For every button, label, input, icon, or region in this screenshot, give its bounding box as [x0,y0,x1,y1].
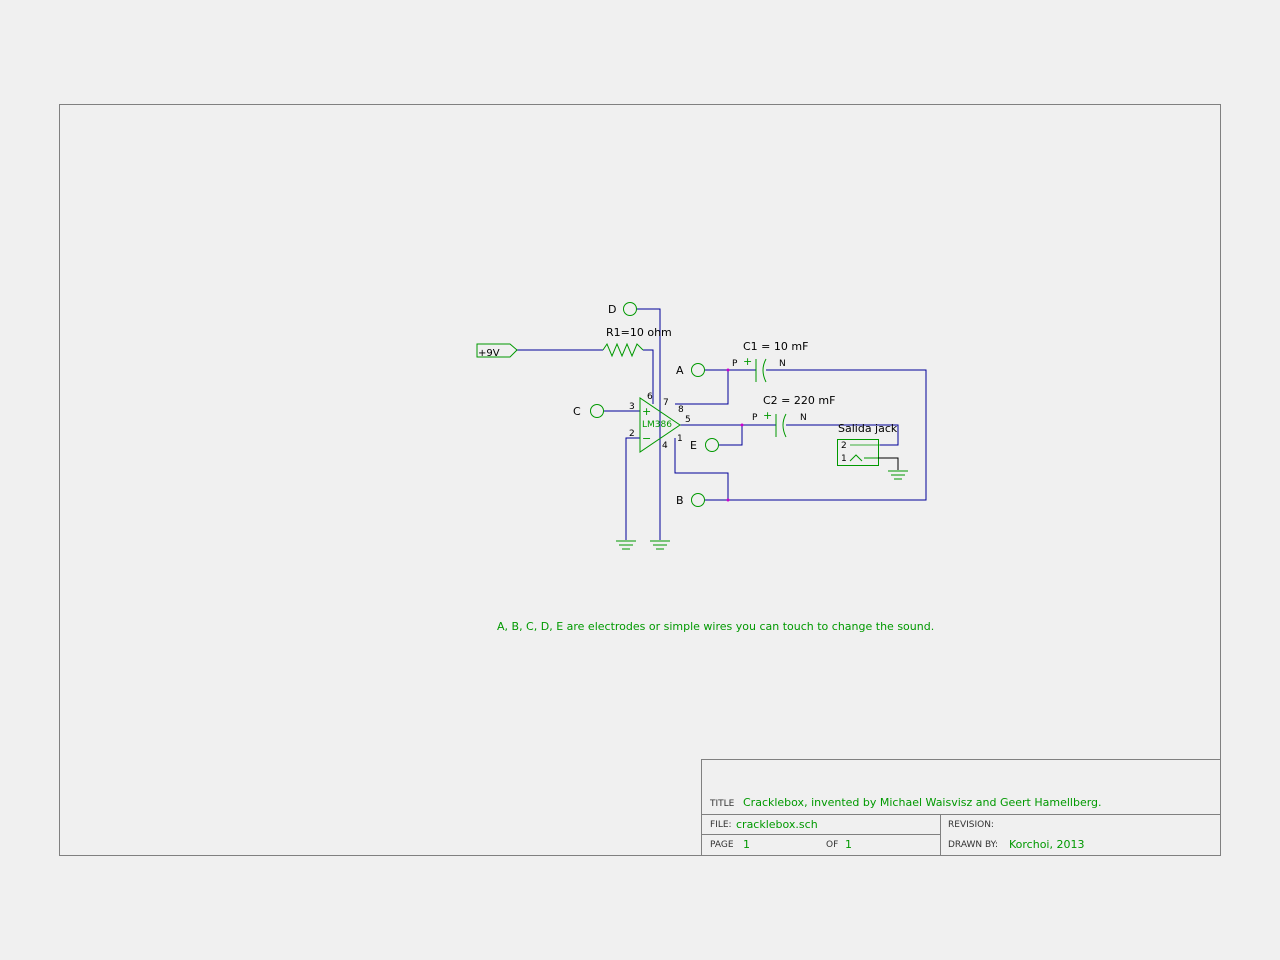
c1-plus: + [743,355,752,368]
electrode-e: E [690,438,719,452]
resistor-r1: R1=10 ohm [602,326,672,358]
drawn-by-key: DRAWN BY: [948,840,998,850]
page-key: PAGE [710,840,734,850]
title-value: Cracklebox, invented by Michael Waisvisz… [743,796,1102,809]
title-key: TITLE [709,799,735,809]
opamp-pin-4: 4 [662,441,668,451]
electrode-c-label: C [573,405,581,418]
supply-port: +9V [476,343,518,359]
opamp-name: LM386 [642,420,672,430]
jack-pin-1: 1 [841,454,847,464]
electrode-d-label: D [608,303,616,316]
resistor-label: R1=10 ohm [606,326,672,339]
electrode-b-label: B [676,494,684,507]
page-value: 1 [743,838,750,851]
file-key: FILE: [710,820,732,830]
opamp-pin-3: 3 [629,402,635,412]
wires [516,308,927,540]
electrode-e-label: E [690,439,697,452]
revision-key: REVISION: [948,820,994,830]
c1-p-label: P [732,359,738,369]
jack-label: Salida jack [838,422,898,435]
electrode-b: B [676,493,705,507]
opamp-pin-5: 5 [685,415,691,425]
ground-symbol [616,540,636,550]
ground-symbol [888,470,908,480]
capacitor-c2: C2 = 220 mF + P N [752,394,835,438]
c2-label: C2 = 220 mF [763,394,835,407]
opamp-pin-2: 2 [629,429,635,439]
opamp-lm386: LM386 + − 3 2 6 7 8 5 1 4 [629,392,691,453]
opamp-minus: − [642,432,651,445]
electrode-a: A [676,363,705,377]
supply-label: +9V [478,348,500,359]
ground-symbol [650,540,670,550]
c2-n-label: N [800,413,807,423]
sheet-frame [59,104,1221,856]
electrode-d: D [608,302,637,316]
of-value: 1 [845,838,852,851]
of-key: OF [826,840,838,850]
opamp-pin-8: 8 [678,405,684,415]
title-block: TITLE Cracklebox, invented by Michael Wa… [701,759,1221,856]
capacitor-c1: C1 = 10 mF + P N [732,340,808,383]
electrode-a-label: A [676,364,684,377]
file-value: cracklebox.sch [736,818,818,831]
c1-n-label: N [779,359,786,369]
opamp-plus: + [642,405,651,418]
c2-p-label: P [752,413,758,423]
c2-plus: + [763,409,772,422]
opamp-pin-7: 7 [663,398,669,408]
schematic-note: A, B, C, D, E are electrodes or simple w… [497,620,934,633]
opamp-pin-1: 1 [677,434,683,444]
opamp-pin-6: 6 [647,392,653,402]
jack-pin-2: 2 [841,441,847,451]
output-jack: Salida jack 2 1 [837,422,899,470]
electrode-c: C [573,404,604,418]
drawn-by-value: Korchoi, 2013 [1009,838,1084,851]
c1-label: C1 = 10 mF [743,340,808,353]
